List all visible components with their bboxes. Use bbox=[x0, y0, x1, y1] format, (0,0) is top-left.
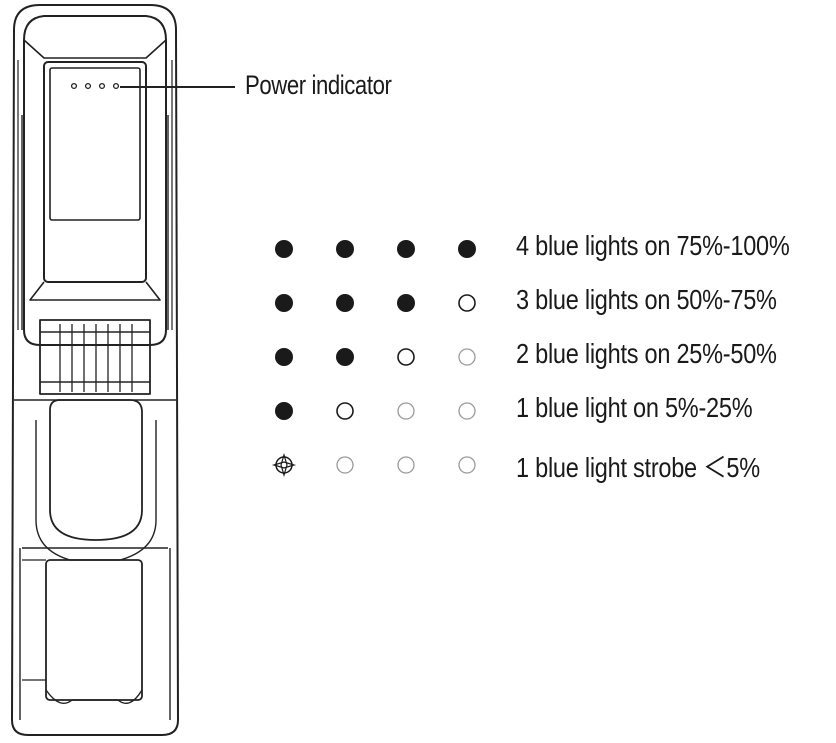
device-inner-rim bbox=[23, 15, 167, 346]
power-bank-device-illustration bbox=[11, 4, 179, 736]
led-on-icon bbox=[382, 222, 432, 276]
legend-row-text: 1 blue light on 5%-25% bbox=[516, 392, 753, 423]
legend-row: 1 blue light strobe ＜5% bbox=[260, 438, 830, 492]
led-off-light-icon bbox=[443, 438, 493, 492]
legend-row: 4 blue lights on 75%-100% bbox=[260, 222, 830, 276]
indicator-led-1 bbox=[70, 82, 78, 90]
led-off-light-icon bbox=[382, 384, 432, 438]
led-off-dark-icon bbox=[382, 330, 432, 384]
legend-row-text: 1 blue light strobe ＜5% bbox=[516, 452, 760, 483]
led-on-icon bbox=[382, 276, 432, 330]
indicator-led-3 bbox=[98, 82, 106, 90]
led-off-dark-icon bbox=[443, 276, 493, 330]
connector-block bbox=[39, 319, 151, 395]
led-on-icon bbox=[321, 222, 371, 276]
legend-row-text: 4 blue lights on 75%-100% bbox=[516, 230, 790, 261]
legend-row: 1 blue light on 5%-25% bbox=[260, 384, 830, 438]
led-off-light-icon bbox=[382, 438, 432, 492]
indicator-led-4 bbox=[112, 82, 120, 90]
indicator-panel bbox=[43, 61, 147, 283]
led-off-light-icon bbox=[443, 384, 493, 438]
led-on-icon bbox=[260, 384, 310, 438]
lower-cutout bbox=[49, 399, 143, 541]
legend-row: 3 blue lights on 50%-75% bbox=[260, 276, 830, 330]
bottom-panel bbox=[45, 559, 143, 701]
led-off-light-icon bbox=[443, 330, 493, 384]
led-on-icon bbox=[260, 222, 310, 276]
led-on-icon bbox=[260, 276, 310, 330]
led-strobe-icon bbox=[260, 438, 310, 492]
legend-row-text: 3 blue lights on 50%-75% bbox=[516, 284, 777, 315]
led-on-icon bbox=[321, 330, 371, 384]
legend-row-text: 2 blue lights on 25%-50% bbox=[516, 338, 777, 369]
led-on-icon bbox=[321, 276, 371, 330]
indicator-led-2 bbox=[84, 82, 92, 90]
callout-leader-line bbox=[120, 86, 235, 88]
legend-row: 2 blue lights on 25%-50% bbox=[260, 330, 830, 384]
power-indicator-label: Power indicator bbox=[245, 70, 392, 100]
screen-window bbox=[49, 67, 141, 221]
device-outer-shell bbox=[11, 4, 179, 736]
led-on-icon bbox=[260, 330, 310, 384]
led-off-light-icon bbox=[321, 438, 371, 492]
led-on-icon bbox=[443, 222, 493, 276]
led-off-dark-icon bbox=[321, 384, 371, 438]
